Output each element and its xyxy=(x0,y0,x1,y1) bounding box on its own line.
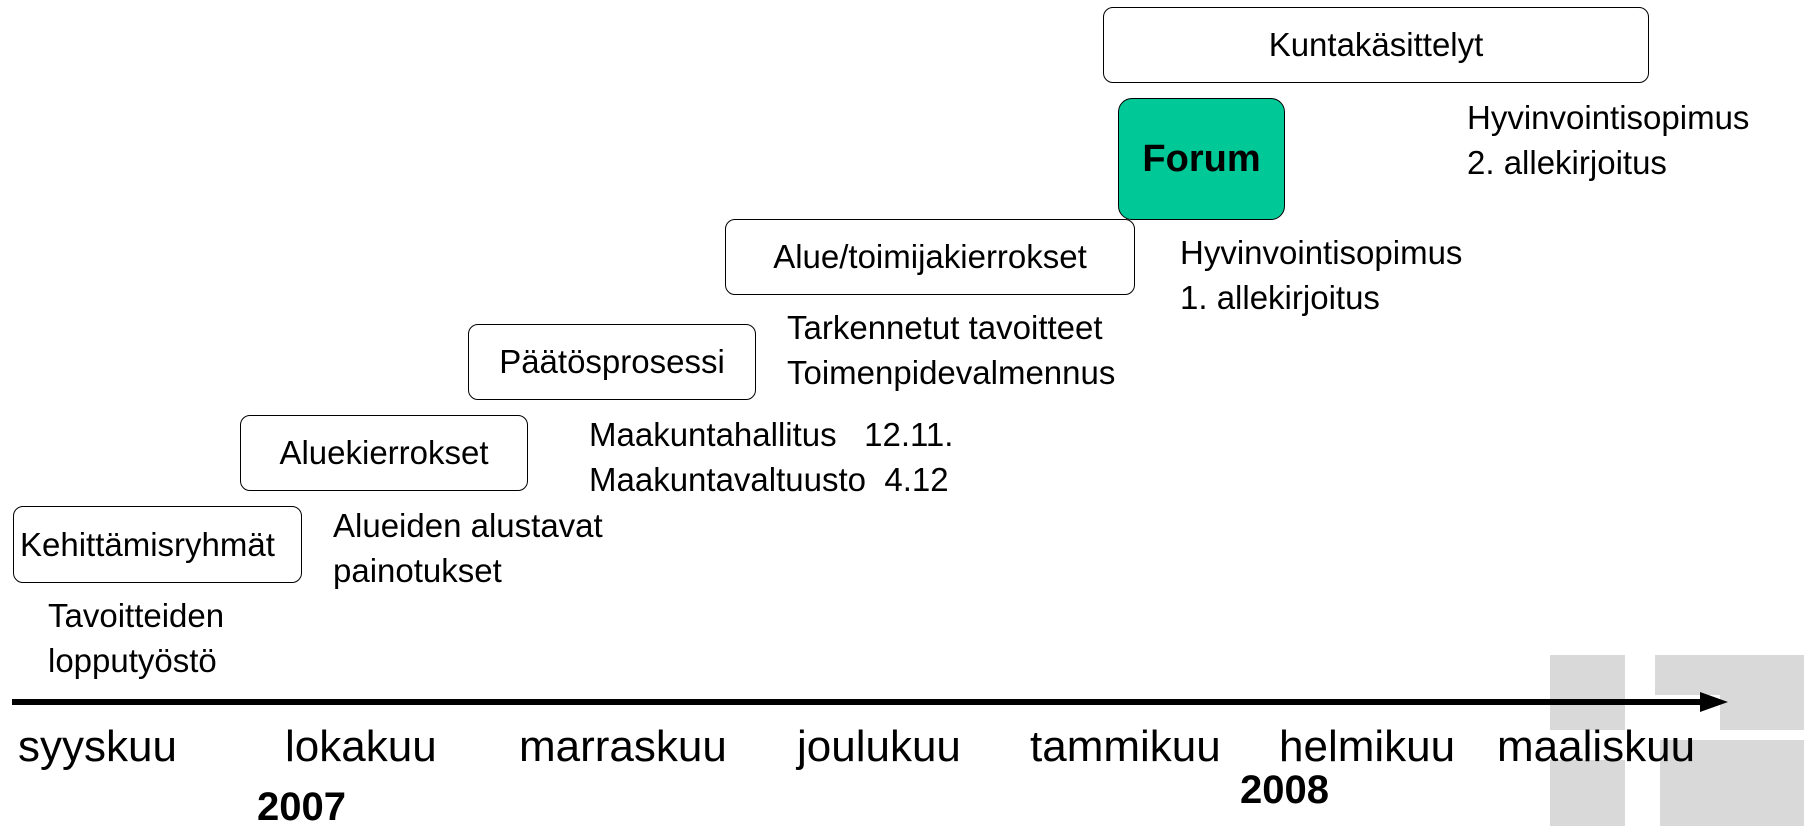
hyvinvointisopimus-1-line1: Hyvinvointisopimus xyxy=(1180,234,1463,271)
tavoitteiden-lopputyosto-note: Tavoitteiden lopputyöstö xyxy=(48,593,224,683)
alue-toimijakierrokset-box: Alue/toimijakierrokset xyxy=(725,219,1135,295)
tarkennetut-tavoitteet-note: Tarkennetut tavoitteet Toimenpidevalmenn… xyxy=(787,305,1115,395)
alueiden-line1: Alueiden alustavat xyxy=(333,507,603,544)
cross-logo-icon xyxy=(1550,655,1804,826)
paatosprosessi-box: Päätösprosessi xyxy=(468,324,756,400)
hyvinvointisopimus-2-note: Hyvinvointisopimus 2. allekirjoitus xyxy=(1467,95,1749,185)
kuntakasittelyt-box: Kuntakäsittelyt xyxy=(1103,7,1649,83)
year-2008-label: 2008 xyxy=(1240,768,1329,812)
maakunta-dates-note: Maakuntahallitus 12.11. Maakuntavaltuust… xyxy=(589,412,953,502)
hyvinvointisopimus-1-line2: 1. allekirjoitus xyxy=(1180,279,1380,316)
month-label-joulukuu: joulukuu xyxy=(797,722,961,771)
alueiden-painotukset-note: Alueiden alustavat painotukset xyxy=(333,503,603,593)
hyvinvointisopimus-1-note: Hyvinvointisopimus 1. allekirjoitus xyxy=(1180,230,1462,320)
forum-label: Forum xyxy=(1142,137,1261,180)
month-label-marraskuu: marraskuu xyxy=(519,722,727,771)
hyvinvointisopimus-2-line2: 2. allekirjoitus xyxy=(1467,144,1667,181)
forum-box: Forum xyxy=(1118,98,1285,220)
month-label-tammikuu: tammikuu xyxy=(1030,722,1221,771)
tarkennetut-line2: Toimenpidevalmennus xyxy=(787,354,1116,391)
year-2007-label: 2007 xyxy=(257,785,346,829)
paatosprosessi-label: Päätösprosessi xyxy=(499,343,725,380)
kehittamisryhmat-label: Kehittämisryhmät xyxy=(20,525,275,563)
kehittamisryhmat-box: Kehittämisryhmät xyxy=(13,506,302,583)
aluekierrokset-label: Aluekierrokset xyxy=(279,434,489,471)
month-label-syyskuu: syyskuu xyxy=(18,722,177,771)
aluekierrokset-box: Aluekierrokset xyxy=(240,415,528,491)
month-label-helmikuu: helmikuu xyxy=(1279,722,1456,771)
kuntakasittelyt-label: Kuntakäsittelyt xyxy=(1268,26,1484,63)
maakuntahallitus-line: Maakuntahallitus 12.11. xyxy=(589,416,954,453)
alue-toimijakierrokset-label: Alue/toimijakierrokset xyxy=(773,238,1087,275)
tarkennetut-line1: Tarkennetut tavoitteet xyxy=(787,309,1103,346)
hyvinvointisopimus-2-line1: Hyvinvointisopimus xyxy=(1467,99,1750,136)
month-label-maaliskuu: maaliskuu xyxy=(1497,722,1696,771)
tavoitteiden-line2: lopputyöstö xyxy=(48,642,217,679)
maakuntavaltuusto-line: Maakuntavaltuusto 4.12 xyxy=(589,461,949,498)
timeline-arrow-icon xyxy=(12,692,1728,712)
alueiden-line2: painotukset xyxy=(333,552,502,589)
month-label-lokakuu: lokakuu xyxy=(285,722,437,771)
tavoitteiden-line1: Tavoitteiden xyxy=(48,597,225,634)
